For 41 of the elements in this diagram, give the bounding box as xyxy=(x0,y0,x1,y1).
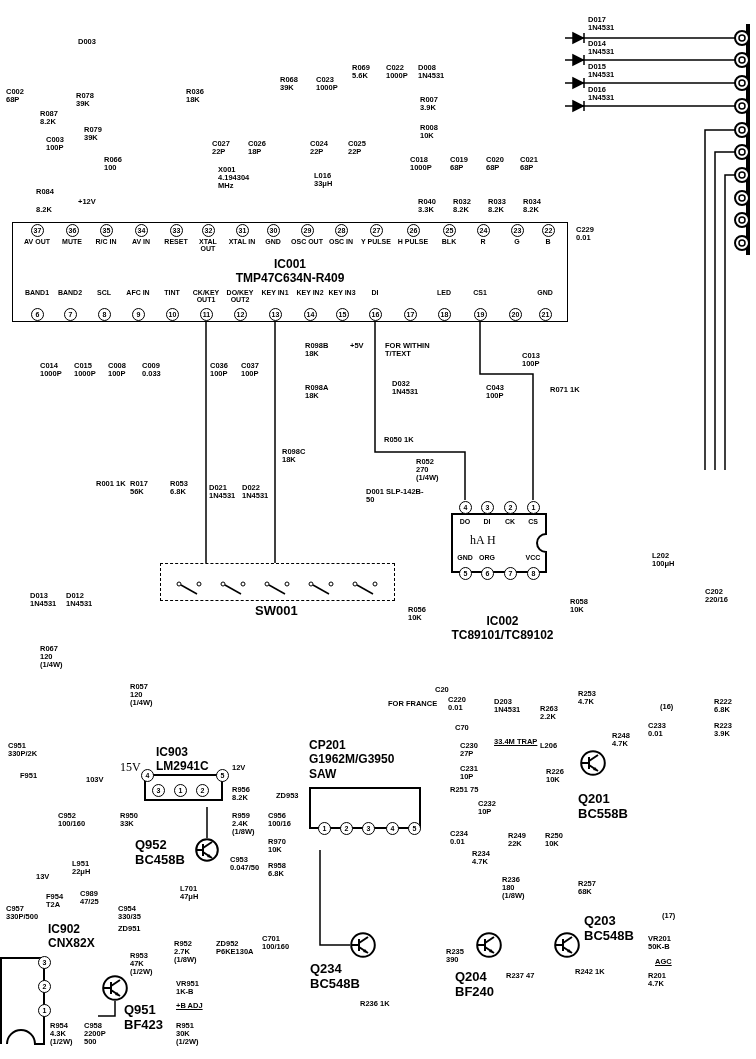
wire xyxy=(374,321,466,501)
transistor-symbol xyxy=(102,975,128,1001)
part-label: Q201 xyxy=(578,792,610,807)
part-label: LM2941C xyxy=(156,759,210,774)
part-label: BC548B xyxy=(584,929,634,944)
part-label: Q952 xyxy=(135,838,167,853)
part-label: BC558B xyxy=(578,807,628,822)
part-label: BF240 xyxy=(455,985,495,1000)
part-label: IC902 xyxy=(48,922,82,937)
transistor-symbol xyxy=(350,932,376,958)
part-label: CP201 xyxy=(309,738,347,753)
part-label: SW001 xyxy=(255,604,298,619)
part-label: IC001 xyxy=(273,257,307,272)
wire xyxy=(97,1000,116,1017)
wire xyxy=(205,321,207,564)
wire xyxy=(479,321,534,501)
transistor-symbol xyxy=(554,932,580,958)
part-label: IC903 xyxy=(156,745,190,760)
part-label: BC548B xyxy=(310,977,360,992)
wire xyxy=(319,849,351,946)
part-label: IC002 xyxy=(485,614,520,629)
part-label: SAW xyxy=(309,766,338,782)
switch-array xyxy=(160,563,395,601)
part-label: TMP47C634N-R409 xyxy=(234,271,346,286)
wire xyxy=(206,806,208,839)
part-label: CNX82X xyxy=(48,936,96,951)
part-label: Q203 xyxy=(584,914,616,929)
part-label: Q951 xyxy=(124,1003,156,1018)
part-label: Q234 xyxy=(310,962,342,977)
ic-chip xyxy=(12,222,568,322)
transistor-symbol xyxy=(476,932,502,958)
part-label: BC458B xyxy=(135,853,185,868)
part-label: G1962M/G3950 xyxy=(309,752,396,767)
part-label: Q204 xyxy=(455,970,487,985)
wire xyxy=(274,321,276,564)
part-label: TC89101/TC89102 xyxy=(450,628,555,643)
transistor-symbol xyxy=(195,838,219,862)
handwritten-note: 15V xyxy=(120,760,141,775)
handwritten-note: hA H xyxy=(470,533,496,548)
part-label: BF423 xyxy=(124,1018,164,1033)
transistor-symbol xyxy=(580,750,606,776)
